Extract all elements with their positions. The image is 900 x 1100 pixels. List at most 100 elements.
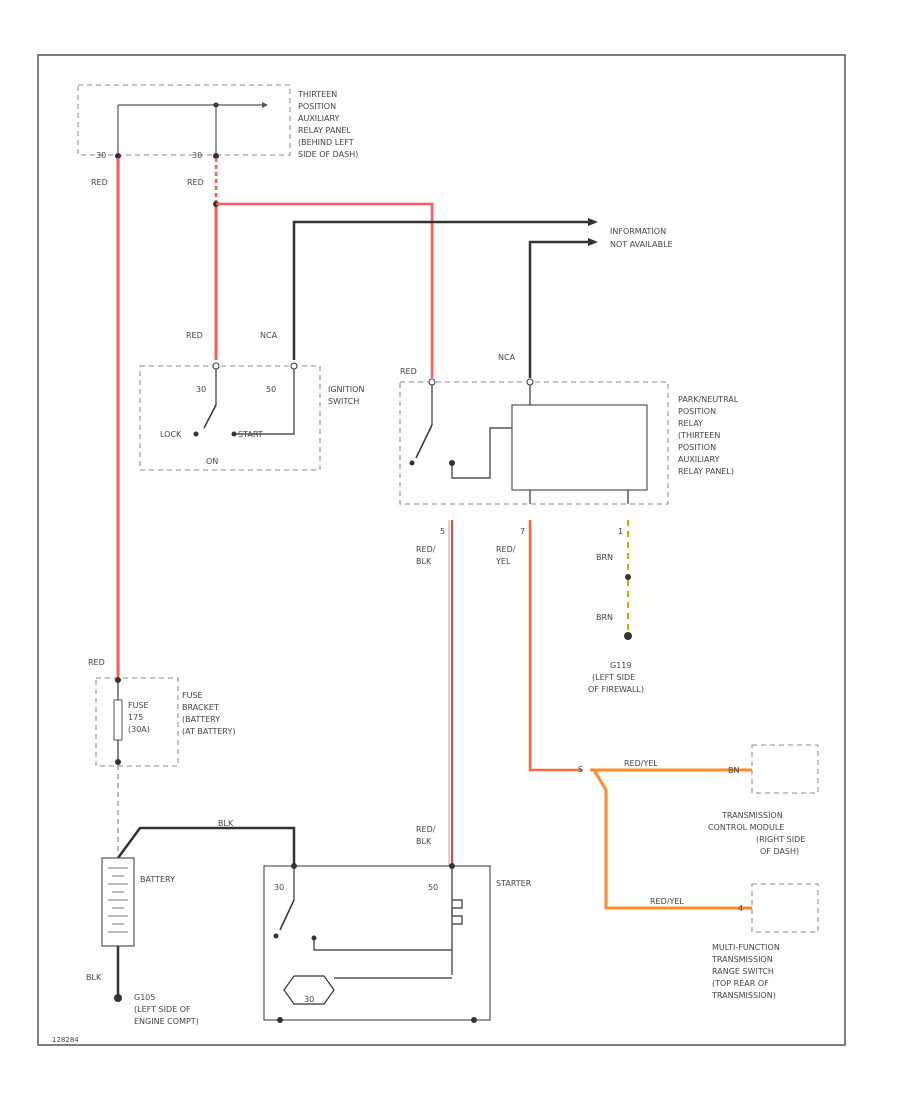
wire-label-red-yel: RED/YEL	[624, 759, 658, 768]
relay-coil	[511, 404, 648, 491]
ignition-blade	[203, 404, 217, 429]
svg-text:INFORMATION: INFORMATION	[610, 227, 666, 236]
fuse-pin-bottom	[115, 759, 121, 765]
wire-nca-ign	[292, 220, 590, 360]
arrow-info-2	[588, 238, 598, 246]
svg-text:RELAY PANEL: RELAY PANEL	[298, 126, 351, 135]
fuse-element	[113, 699, 123, 741]
starter-pin-30	[291, 863, 297, 869]
svg-text:POSITION: POSITION	[298, 102, 336, 111]
relay-panel-node	[213, 102, 219, 108]
svg-text:THIRTEEN: THIRTEEN	[297, 90, 337, 99]
svg-text:FUSE: FUSE	[128, 701, 149, 710]
battery-label: BATTERY	[140, 875, 175, 884]
wire-label-red: RED	[91, 178, 108, 187]
switch-position-label: ON	[206, 457, 218, 466]
pin-label: BN	[728, 766, 739, 775]
relay-panel-top-label: THIRTEEN POSITION AUXILIARY RELAY PANEL …	[297, 90, 358, 159]
svg-text:CONTROL MODULE: CONTROL MODULE	[708, 823, 784, 832]
wire-label-red: RED	[187, 178, 204, 187]
battery-cells	[108, 867, 128, 933]
connector-pin	[213, 153, 219, 159]
fuse-bracket-label: FUSE BRACKET (BATTERY (AT BATTERY)	[182, 691, 235, 736]
svg-text:RELAY PANEL): RELAY PANEL)	[678, 467, 734, 476]
switch-position-label: LOCK	[160, 430, 182, 439]
pin-label: 7	[520, 527, 525, 536]
svg-text:IGNITION: IGNITION	[328, 385, 364, 394]
wire-label-red-blk: RED/	[416, 545, 436, 554]
switch-pin-label: 30	[274, 883, 284, 892]
tcm-label: TRANSMISSION CONTROL MODULE (RIGHT SIDE …	[708, 811, 805, 856]
pin-label: 5	[440, 527, 445, 536]
mfrs-label: MULTI-FUNCTION TRANSMISSION RANGE SWITCH…	[711, 943, 780, 1000]
svg-text:RELAY: RELAY	[678, 419, 703, 428]
svg-text:(BATTERY: (BATTERY	[182, 715, 220, 724]
svg-text:ENGINE COMPT): ENGINE COMPT)	[134, 1017, 199, 1026]
svg-text:(BEHIND LEFT: (BEHIND LEFT	[298, 138, 354, 147]
svg-text:NOT AVAILABLE: NOT AVAILABLE	[610, 240, 673, 249]
starter-solenoid-link	[313, 869, 453, 951]
svg-text:POSITION: POSITION	[678, 443, 716, 452]
wire-label-blk: BLK	[86, 973, 102, 982]
svg-text:BRACKET: BRACKET	[182, 703, 219, 712]
ignition-pin-50	[290, 362, 298, 370]
switch-position-label: START	[238, 430, 263, 439]
wire-label-blk: BLK	[218, 819, 234, 828]
relay-pin	[526, 378, 534, 386]
wire-red-yel-relay	[528, 520, 582, 772]
svg-text:SWITCH: SWITCH	[328, 397, 359, 406]
svg-text:(LEFT SIDE OF: (LEFT SIDE OF	[134, 1005, 191, 1014]
figure-id: 128284	[52, 1036, 79, 1044]
wire-label-red-yel: RED/YEL	[650, 897, 684, 906]
wire-nca-relay	[528, 240, 590, 378]
wire-label-red-blk: BLK	[416, 837, 432, 846]
connector-label: S	[578, 765, 583, 774]
svg-text:(RIGHT SIDE: (RIGHT SIDE	[756, 835, 805, 844]
relay-panel-top-box	[77, 84, 291, 156]
pin-label: 30	[96, 151, 106, 160]
starter-contact	[273, 933, 279, 939]
svg-text:TRANSMISSION: TRANSMISSION	[711, 955, 773, 964]
wire-label-red-blk: RED/	[416, 825, 436, 834]
ignition-start-lead	[234, 369, 295, 435]
starter-box	[263, 865, 491, 1021]
svg-text:(30A): (30A)	[128, 725, 150, 734]
svg-text:G119: G119	[610, 661, 631, 670]
info-not-available-label: INFORMATION NOT AVAILABLE	[610, 227, 673, 249]
wire-label-nca: NCA	[260, 331, 278, 340]
starter-pin-50	[449, 863, 455, 869]
wire-label-red-blk: BLK	[416, 557, 432, 566]
pin-label: 1	[618, 527, 623, 536]
starter-label: STARTER	[496, 879, 532, 888]
ignition-switch-label: IGNITION SWITCH	[328, 385, 364, 406]
svg-text:AUXILIARY: AUXILIARY	[298, 114, 340, 123]
starter-blade	[279, 899, 295, 931]
mfrs-box	[751, 883, 819, 933]
wire-red-yel-mfrs	[592, 769, 752, 910]
ignition-pin-30	[212, 362, 220, 370]
switch-pin-label: 30	[196, 385, 206, 394]
relay-switch-blade	[415, 424, 433, 459]
wire-label-red: RED	[400, 367, 417, 376]
g105-label: G105 (LEFT SIDE OF ENGINE COMPT)	[134, 993, 199, 1026]
svg-text:SIDE OF DASH): SIDE OF DASH)	[298, 150, 358, 159]
fuse-lines: FUSE 175 (30A)	[128, 701, 150, 734]
svg-text:(TOP REAR OF: (TOP REAR OF	[712, 979, 769, 988]
g119-label: G119 (LEFT SIDE OF FIREWALL)	[588, 661, 644, 694]
switch-pin-label: 50	[266, 385, 276, 394]
wire-label-red-yel: YEL	[495, 557, 511, 566]
starter-ground-r	[471, 1017, 477, 1023]
pn-relay-box	[399, 381, 669, 505]
wire-label-brn: BRN	[596, 553, 613, 562]
wire-label-brn: BRN	[596, 613, 613, 622]
svg-text:RANGE SWITCH: RANGE SWITCH	[712, 967, 774, 976]
starter-solenoid-coil	[451, 899, 463, 925]
svg-text:(THIRTEEN: (THIRTEEN	[678, 431, 720, 440]
relay-pin	[428, 378, 436, 386]
wire-label-red-yel: RED/	[496, 545, 516, 554]
tcm-box	[751, 744, 819, 794]
svg-text:AUXILIARY: AUXILIARY	[678, 455, 720, 464]
switch-pin-label: 50	[428, 883, 438, 892]
connector-pin	[115, 153, 121, 159]
svg-text:PARK/NEUTRAL: PARK/NEUTRAL	[678, 395, 739, 404]
